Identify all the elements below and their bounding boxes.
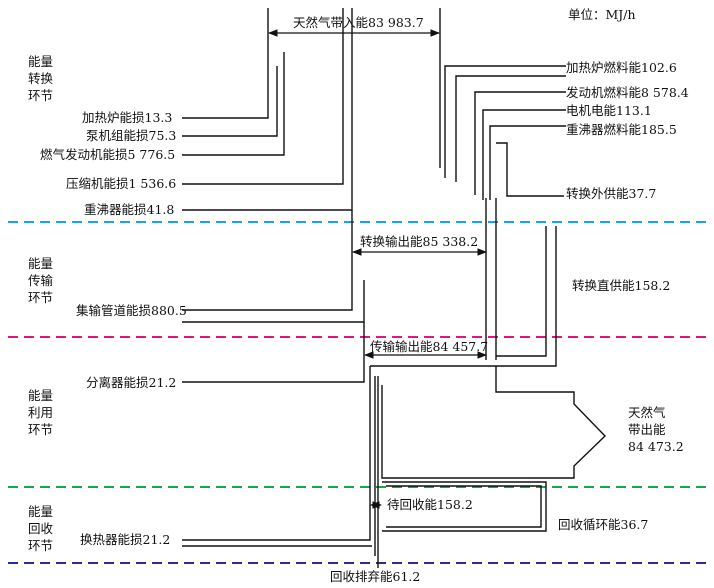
stage-transmission-line-2: 传输 <box>28 273 54 288</box>
flow-heat-exchanger-loss <box>182 390 371 541</box>
label-reboiler-fuel: 重沸器燃料能185.5 <box>566 122 677 137</box>
flow-pump-loss <box>182 66 278 137</box>
unit-label: 单位：MJ/h <box>568 7 636 22</box>
stage-conversion-line-2: 转换 <box>28 71 54 86</box>
flow-reboiler-fuel <box>489 125 566 200</box>
label-compressor-loss: 压缩机能损1 536.6 <box>66 176 176 191</box>
stage-transmission-line-1: 能量 <box>28 256 53 271</box>
stage-label-recovery: 能量 回收 环节 <box>28 504 57 553</box>
stage-label-transmission: 能量 传输 环节 <box>28 256 57 305</box>
flow-gas-engine-loss <box>182 52 285 156</box>
flow-motor-power <box>482 109 566 200</box>
label-transmission-output: 传输输出能84 457.7 <box>370 339 488 354</box>
label-separator-loss: 分离器能损21.2 <box>86 375 176 390</box>
stage-recovery-line-3: 环节 <box>28 538 53 553</box>
flow-gas-output <box>381 366 606 479</box>
flow-conversion-direct <box>496 226 547 357</box>
flow-heater-fuel-inner <box>455 75 566 182</box>
flow-compressor-loss <box>182 8 344 185</box>
label-recovery-discard: 回收排弃能61.2 <box>330 569 420 584</box>
label-motor-power: 电机电能113.1 <box>566 103 652 118</box>
label-pipeline-loss: 集输管道能损880.5 <box>76 303 187 318</box>
label-heater-fuel: 加热炉燃料能102.6 <box>566 60 677 75</box>
flow-heater-loss <box>182 8 269 119</box>
label-gas-output-line-2: 带出能 <box>628 422 666 437</box>
flow-separator-loss <box>182 322 365 383</box>
label-recycled: 回收循环能36.7 <box>558 517 648 532</box>
label-gas-output-line-3: 84 473.2 <box>628 439 684 454</box>
flow-pipeline-loss <box>182 210 353 311</box>
label-gas-engine-loss: 燃气发动机能损5 776.5 <box>40 147 175 162</box>
label-gas-input: 天然气带入能83 983.7 <box>293 15 424 30</box>
flow-recycled <box>382 481 547 532</box>
label-pending-recovery: 待回收能158.2 <box>387 497 473 512</box>
label-conversion-direct: 转换直供能158.2 <box>572 278 670 293</box>
label-gas-output: 天然气 带出能 84 473.2 <box>628 405 684 454</box>
stage-conversion-line-1: 能量 <box>28 54 53 69</box>
label-reboiler-loss: 重沸器能损41.8 <box>84 202 174 217</box>
stage-utilization-line-2: 利用 <box>28 405 53 420</box>
stage-utilization-line-3: 环节 <box>28 422 53 437</box>
label-engine-fuel: 发动机燃料能8 578.4 <box>566 85 689 100</box>
flow-conversion-external <box>496 142 564 197</box>
label-heat-exchanger-loss: 换热器能损21.2 <box>80 532 170 547</box>
flow-heater-fuel <box>444 65 566 178</box>
flow-recycled-inner <box>386 485 542 528</box>
label-heater-loss: 加热炉能损13.3 <box>82 110 172 125</box>
stage-transmission-line-3: 环节 <box>28 290 53 305</box>
stage-recovery-line-1: 能量 <box>28 504 53 519</box>
label-conversion-output: 转换输出能85 338.2 <box>360 234 478 249</box>
stage-conversion-line-3: 环节 <box>28 88 53 103</box>
label-pump-loss: 泵机组能损75.3 <box>86 128 176 143</box>
label-gas-output-line-1: 天然气 <box>628 405 666 420</box>
flow-pipeline-loss-inner <box>182 280 365 323</box>
flow-reboiler-loss <box>182 8 353 211</box>
stage-recovery-line-2: 回收 <box>28 521 54 536</box>
flow-engine-fuel <box>474 91 566 195</box>
flow-conversion-direct-2 <box>370 226 557 367</box>
stage-utilization-line-1: 能量 <box>28 388 53 403</box>
label-conversion-external: 转换外供能37.7 <box>566 186 656 201</box>
stage-label-conversion: 能量 转换 环节 <box>28 54 57 103</box>
stage-label-utilization: 能量 利用 环节 <box>28 388 57 437</box>
